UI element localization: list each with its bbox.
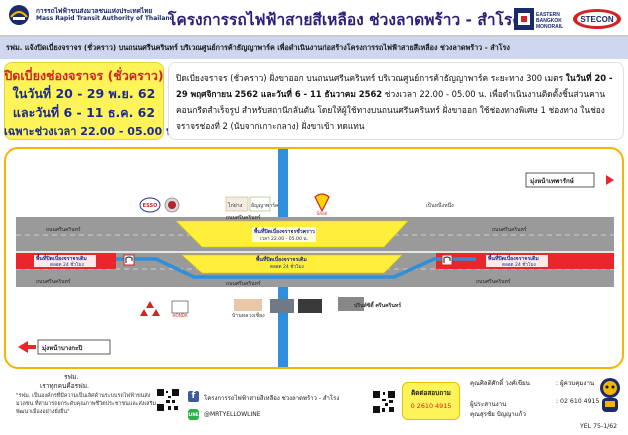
u-turn-sign-right bbox=[441, 254, 453, 266]
tanya-park: ธัญญาพาร์ค bbox=[249, 196, 279, 212]
svg-text:STECON: STECON bbox=[580, 15, 614, 24]
zone-left-title: พื้นที่ปิดเบี่ยงจราจรเดิม bbox=[36, 253, 87, 262]
esso-logo: ESSO bbox=[139, 197, 161, 213]
zone-label-mid: พื้นที่ปิดเบี่ยงจราจรเดิม ตลอด 24 ชั่วโม… bbox=[256, 254, 307, 270]
direction-bottom-label: มุ่งหน้าบางกะปิ bbox=[42, 344, 82, 352]
u-turn-sign-left bbox=[123, 254, 135, 266]
notice-text: รฟม. แจ้งปิดเบี่ยงจราจร (ชั่วคราว) บนถนน… bbox=[6, 43, 510, 52]
mg-logo bbox=[164, 197, 180, 213]
qr-code-icon[interactable] bbox=[372, 390, 396, 414]
contact-1-role-b: ผู้ประสานงาน bbox=[470, 401, 507, 408]
footer bbox=[0, 372, 628, 435]
svg-text:MONORAIL: MONORAIL bbox=[536, 24, 563, 30]
mascot-icon bbox=[600, 378, 620, 412]
line-link[interactable]: @MRTYELLOWLINE bbox=[204, 411, 261, 418]
contact-1-name: คุณศิลติศักดิ์ วงศ์เขียน bbox=[470, 380, 530, 387]
summary-line-3: และวันที่ 6 - 11 ธ.ค. 62 bbox=[12, 105, 156, 120]
eastern-bangkok-monorail-logo: EASTERN BANGKOK MONORAIL bbox=[514, 8, 563, 30]
bankrod-label: บ้านหลวงเชียง bbox=[232, 312, 265, 319]
shell-logo: Shell bbox=[314, 193, 330, 217]
lane-label-top-c: ถนนศรีนครินทร์ bbox=[492, 226, 527, 233]
direction-bottom: มุ่งหน้าบางกะปิ bbox=[18, 339, 111, 355]
lane-label-bottom-a: ถนนศรีนครินทร์ bbox=[36, 278, 71, 285]
summary-line-4: เฉพาะช่วงเวลา 22.00 - 05.00 น. bbox=[4, 125, 178, 138]
sign-org: เราทุกคนคือรฟม. bbox=[40, 382, 90, 390]
svg-text:EASTERN: EASTERN bbox=[536, 12, 560, 18]
mrta-logo bbox=[9, 5, 29, 25]
honda-logo: HONDA bbox=[171, 300, 189, 318]
header-divider bbox=[0, 35, 628, 37]
contact-phone[interactable]: 0 2610 4915 bbox=[410, 402, 452, 410]
lane-label-bottom-c: ถนนศรีนครินทร์ bbox=[476, 278, 511, 285]
sign-title: รฟม. bbox=[64, 373, 79, 381]
summary-box bbox=[4, 62, 164, 140]
contact-1-role: : ผู้ควบคุมงาน bbox=[556, 380, 595, 387]
description-part-3: ช่วงเวลา 22.00 - 05.00 น. เพื่อดำเนินงาน… bbox=[176, 89, 606, 131]
zone-mid-title: พื้นที่ปิดเบี่ยงจราจรเดิม bbox=[256, 254, 307, 263]
description-dates: ในวันที่ 20 - 29 พฤศจิกายน 2562 และวันที… bbox=[176, 73, 613, 99]
document-code: YEL 75-1/62 bbox=[580, 423, 618, 430]
org-name-en: Mass Rapid Transit Authority of Thailand bbox=[36, 15, 174, 22]
zone-label-right: พื้นที่ปิดเบี่ยงจราจรเดิม ตลอด 24 ชั่วโม… bbox=[486, 253, 548, 268]
shell-label: Shell bbox=[317, 211, 328, 217]
qr-code-icon[interactable] bbox=[156, 388, 180, 412]
zone-right-title: พื้นที่ปิดเบี่ยงจราจรเดิม bbox=[488, 253, 539, 262]
zone-label-top: พื้นที่ปิดเบี่ยงจราจรชั่วคราว เวลา 22.00… bbox=[252, 226, 316, 242]
chicken-label: ไก่ย่าง bbox=[227, 201, 243, 209]
contact-badge bbox=[402, 382, 460, 420]
bankrod-shop: บ้านหลวงเชียง bbox=[232, 299, 265, 319]
sricity-label: ปรินส์ซิตี้ ศรีนครินทร์ bbox=[354, 300, 401, 309]
esso-label: ESSO bbox=[143, 203, 158, 209]
tanya-label: ธัญญาพาร์ค bbox=[251, 202, 279, 209]
lane-label-top-b: ถนนศรีนครินทร์ bbox=[226, 214, 261, 221]
contact-1-phone[interactable]: : 02 610 4915 bbox=[556, 398, 600, 405]
summary-line-2: ในวันที่ 20 - 29 พ.ย. 62 bbox=[12, 86, 156, 101]
facebook-link[interactable]: โครงการรถไฟฟ้าสายสีเหลือง ช่วงลาดพร้าว -… bbox=[204, 395, 340, 402]
direction-top: มุ่งหน้าเทพารักษ์ bbox=[525, 172, 614, 188]
zone-label-left: พื้นที่ปิดเบี่ยงจราจรเดิม ตลอด 24 ชั่วโม… bbox=[34, 253, 96, 268]
svg-text:BANGKOK: BANGKOK bbox=[536, 18, 562, 24]
zone-right-sub: ตลอด 24 ชั่วโมง bbox=[502, 261, 536, 268]
zone-mid-sub: ตลอด 24 ชั่วโมง bbox=[270, 263, 304, 270]
stecon-logo: STECON bbox=[573, 9, 621, 29]
lumkhao-label: เป็นหนึ่งหนึ่ง bbox=[426, 201, 454, 209]
page-title: โครงการรถไฟฟ้าสายสีเหลือง ช่วงลาดพร้าว -… bbox=[168, 11, 520, 29]
lane-label-top-a: ถนนศรีนครินทร์ bbox=[46, 226, 81, 233]
org-name-th: การรถไฟฟ้าขนส่งมวลชนแห่งประเทศไทย bbox=[36, 7, 153, 15]
honda-label: HONDA bbox=[173, 313, 188, 318]
detour-path bbox=[116, 257, 476, 279]
zone-top-title: พื้นที่ปิดเบี่ยงจราจรชั่วคราว bbox=[254, 226, 315, 235]
contact-title: ติดต่อสอบถาม bbox=[411, 389, 451, 397]
direction-top-label: มุ่งหน้าเทพารักษ์ bbox=[530, 177, 574, 185]
facebook-icon[interactable]: f bbox=[188, 391, 199, 402]
chicken-shop: ไก่ย่าง bbox=[225, 196, 249, 212]
lane-label-bottom-b: ถนนศรีนครินทร์ bbox=[226, 280, 261, 287]
description-part-1: ปิดเบี่ยงจราจร (ชั่วคราว) ฝั่งขาออก บนถน… bbox=[176, 73, 566, 83]
mitsubishi-logo bbox=[140, 301, 160, 316]
description-text: ปิดเบี่ยงจราจร (ชั่วคราว) ฝั่งขาออก บนถน… bbox=[176, 70, 618, 134]
lumkhao-shop: เป็นหนึ่งหนึ่ง bbox=[426, 201, 454, 209]
traffic-map: ถนนศรีนครินทร์ ถนนศรีนครินทร์ ถนนศรีนคริ… bbox=[16, 149, 614, 367]
sign-slogan: "รฟม. เป็นองค์กรที่มีความเป็นเลิศด้านระบ… bbox=[16, 393, 166, 415]
contact-2-name: คุณสุรชัย ปัญญาแก้ว bbox=[470, 411, 526, 418]
shop-photo-2 bbox=[298, 299, 322, 313]
notice-strip bbox=[0, 37, 628, 59]
zone-top-sub: เวลา 22.00 - 05.00 น. bbox=[260, 236, 308, 242]
shop-photo-1 bbox=[270, 299, 294, 313]
zone-left-sub: ตลอด 24 ชั่วโมง bbox=[50, 261, 84, 268]
summary-line-1: ปิดเบี่ยงช่องจราจร (ชั่วคราว) bbox=[4, 68, 164, 83]
existing-closure-mid bbox=[181, 254, 403, 274]
description-box bbox=[168, 62, 624, 140]
line-app-icon[interactable]: LINE bbox=[188, 409, 199, 420]
sricity-shop: ปรินส์ซิตี้ ศรีนครินทร์ bbox=[338, 297, 401, 311]
